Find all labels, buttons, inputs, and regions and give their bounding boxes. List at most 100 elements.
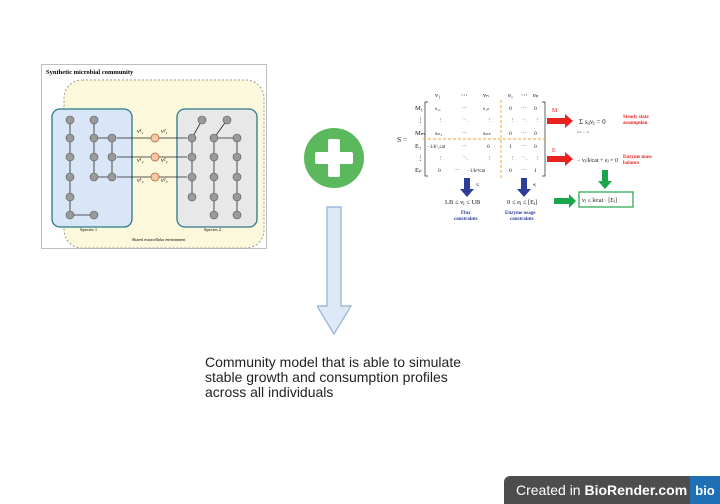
col-header: e₁ [508, 92, 513, 99]
watermark-brand: BioRender.com [584, 482, 688, 498]
steady-state-eq: Σ sᵢⱼvⱼ = 0 [579, 118, 606, 126]
green-arrow-icon [598, 170, 612, 189]
green-arrow-icon [554, 194, 576, 208]
col-header: eₚ [533, 92, 539, 99]
col-header: vₙ [483, 92, 489, 99]
matrix-cell: ⋱ [522, 118, 528, 124]
constraint-matrix-figure: v₁ ⋯ vₙ e₁ ⋯ eₚ M₁ ⋮ Mₘ E₁ ⋮ Eₚ S = s₁₁ … [383, 88, 665, 230]
metabolite-node [232, 172, 242, 182]
shared-metabolite-node [150, 172, 160, 182]
matrix-cell: 0 [438, 168, 441, 174]
biorender-watermark[interactable]: Created in BioRender.com bio [504, 476, 720, 504]
matrix-cell: sₘ₁ [435, 131, 443, 137]
metabolite-node [209, 133, 219, 143]
species-1-label: Species 1 [80, 227, 97, 232]
metabolite-node [107, 133, 117, 143]
watermark-text: Created in BioRender.com [504, 482, 687, 498]
shared-env-label: Shared extracellular environment [132, 237, 186, 242]
matrix-cell: ⋮ [487, 118, 493, 124]
matrix-cell: 0 [509, 131, 512, 137]
matrix-cell: 0 [534, 106, 537, 112]
caption-text: Community model that is able to simulate… [205, 355, 495, 400]
flux-label: v¹₃ [137, 178, 144, 184]
community-title: Synthetic microbial community [46, 69, 134, 76]
metabolite-node [209, 152, 219, 162]
matrix-s-label: S = [397, 135, 407, 144]
metabolite-node [222, 115, 232, 125]
enzyme-constraint-eq: 0 ≤ eⱼ ≤ [Eⱼ] [507, 199, 537, 206]
matrix-cell: ⋯ [462, 144, 468, 150]
metabolite-node [197, 115, 207, 125]
metabolite-node [187, 133, 197, 143]
metabolite-node [89, 152, 99, 162]
matrix-cell: ⋮ [438, 156, 444, 162]
matrix-cell: ⋮ [438, 118, 444, 124]
matrix-cell: ⋮ [487, 156, 493, 162]
metabolite-node [209, 172, 219, 182]
metabolite-node [65, 152, 75, 162]
matrix-cell: ⋯ [521, 106, 527, 112]
matrix-cell: ⋯ [521, 168, 527, 174]
down-arrow-icon [315, 206, 353, 336]
shared-metabolite-node [150, 152, 160, 162]
combined-constraint-box [578, 191, 634, 208]
watermark-prefix: Created in [516, 482, 585, 498]
blue-arrow-icon [460, 178, 474, 197]
community-diagram: Synthetic microbial community Species 1 … [41, 64, 267, 249]
metabolite-node [187, 192, 197, 202]
matrix-cell: ⋯ [455, 168, 461, 174]
matrix-cell: ⋯ [521, 131, 527, 137]
row-label: M₁ [415, 105, 423, 112]
matrix-cell: ⋯ [462, 131, 468, 137]
species-2-label: Species 2 [204, 227, 221, 232]
row-label: ⋮ [417, 117, 424, 124]
sum-limits: j=1 … n [576, 130, 589, 134]
plus-icon [303, 127, 365, 189]
metabolite-node [65, 210, 75, 220]
flux-label: v²₂ [161, 158, 168, 164]
col-header: ⋯ [521, 92, 528, 99]
matrix-cell: −1/k¹₁cat [427, 144, 446, 150]
matrix-cell: ⋮ [535, 118, 541, 124]
col-header: ⋯ [461, 92, 468, 99]
metabolite-node [89, 210, 99, 220]
matrix-cell: 0 [534, 131, 537, 137]
metabolite-node [89, 115, 99, 125]
matrix-cell: −1/kᵖⁿcat [467, 169, 486, 174]
blue-arrow-icon [517, 178, 531, 197]
metabolite-node [232, 152, 242, 162]
matrix-cell: 0 [509, 106, 512, 112]
species-2-box [176, 108, 258, 228]
shared-metabolite-node [150, 133, 160, 143]
flux-label: v²₃ [161, 178, 168, 184]
metabolite-node [107, 172, 117, 182]
matrix-cell: 0 [509, 168, 512, 174]
arrow-m-label: M [552, 108, 558, 114]
row-label: Mₘ [415, 130, 425, 137]
community-network: Synthetic microbial community Species 1 … [46, 69, 265, 249]
arrow-e-label: E [552, 148, 556, 154]
flux-constraint-eq: LB ≤ vⱼ ≤ UB [445, 199, 481, 206]
species-1-box [51, 108, 133, 228]
metabolite-node [187, 172, 197, 182]
matrix-cell: ⋮ [535, 156, 541, 162]
metabolite-node [209, 192, 219, 202]
metabolite-node [89, 133, 99, 143]
col-header: v₁ [435, 92, 441, 99]
metabolite-node [232, 133, 242, 143]
caption-line: stable growth and consumption profiles [205, 369, 448, 385]
combined-eq: vⱼ ≤ kʲcat · [Eⱼ] [582, 198, 617, 204]
caption-line: across all individuals [205, 384, 334, 400]
arrow-ej-label: eⱼ [533, 183, 536, 188]
metabolite-node [232, 210, 242, 220]
metabolite-node [65, 192, 75, 202]
matrix-cell: ⋱ [463, 118, 469, 124]
red-arrow-icon [547, 114, 573, 128]
row-label: Eₚ [415, 167, 422, 174]
matrix-cell: ⋮ [510, 118, 516, 124]
metabolite-node [209, 210, 219, 220]
metabolite-node [187, 152, 197, 162]
